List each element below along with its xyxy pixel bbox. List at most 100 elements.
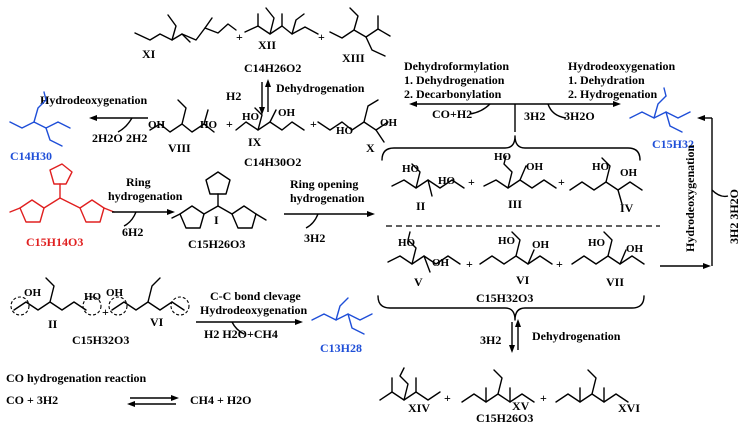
- cc-cleavage-example: [10, 277, 190, 316]
- cc-byproducts: H2 H2O+CH4: [204, 327, 278, 341]
- plus-1: +: [236, 30, 243, 44]
- hdo-step-2: 2. Hydrogenation: [568, 87, 657, 101]
- oh-cc-b: HO: [84, 291, 102, 303]
- co-hydrogenation-title: CO hydrogenation reaction: [6, 371, 147, 385]
- ring-open-label-2: hydrogenation: [290, 191, 365, 205]
- plus-5: +: [468, 175, 475, 189]
- oh-V-b: OH: [432, 257, 450, 269]
- label-cc-VI: VI: [150, 315, 164, 329]
- label-III: III: [508, 197, 522, 211]
- hdo-label-left: Hydrodeoxygenation: [40, 93, 147, 107]
- ring-open-arrow: [284, 211, 375, 229]
- hdo-left-arrow: [89, 115, 148, 133]
- label-I: I: [214, 213, 219, 227]
- ring-hydro-label-1: Ring: [126, 175, 151, 189]
- bracket-top: [381, 135, 641, 161]
- h2-6-label: 6H2: [122, 225, 143, 239]
- vertical-hdo-label: Hydrodeoxygenation: [683, 145, 697, 252]
- cc-hdo-label: Hydrodeoxygenation: [200, 303, 307, 317]
- label-XI: XI: [142, 47, 156, 61]
- oh-IX-b: OH: [278, 107, 296, 119]
- label-XV: XV: [512, 399, 530, 413]
- label-XVI: XVI: [618, 401, 640, 415]
- ring-open-h2-label: 3H2: [304, 231, 325, 245]
- c15h32-skeleton: [629, 87, 691, 133]
- hdo-step-1: 1. Dehydration: [568, 73, 645, 87]
- structure-XI: [134, 14, 237, 43]
- right-hdo-path: [660, 115, 729, 269]
- dehydroformylation-step-1: 1. Dehydrogenation: [404, 73, 505, 87]
- water-3-label: 3H2O: [564, 109, 595, 123]
- plus-4: +: [310, 117, 317, 131]
- bracket-bottom: [377, 295, 645, 321]
- plus-10: +: [540, 391, 547, 405]
- oh-VIII-b: HO: [200, 119, 218, 131]
- structure-II: [391, 163, 465, 197]
- water-2-label: 2H2O: [92, 131, 123, 145]
- formula-C14H26O2: C14H26O2: [244, 61, 301, 75]
- label-VI: VI: [516, 273, 530, 287]
- oh-III-a: HO: [494, 151, 512, 163]
- plus-3: +: [226, 117, 233, 131]
- oh-cc-a: OH: [24, 287, 42, 299]
- label-X: X: [366, 141, 375, 155]
- c13h28-skeleton: [311, 297, 373, 335]
- plus-7: +: [466, 257, 473, 271]
- ring-open-label-1: Ring opening: [290, 177, 358, 191]
- structure-XV: [461, 369, 535, 403]
- structure-III: [483, 155, 557, 189]
- oh-IX-a: HO: [242, 111, 260, 123]
- structure-I: [171, 171, 267, 229]
- ring-hydro-label-2: hydrogenation: [108, 189, 183, 203]
- h2-label-top: H2: [226, 89, 241, 103]
- oh-III-b: OH: [526, 161, 544, 173]
- h2-3-label: 3H2: [524, 109, 545, 123]
- structure-IV: [569, 157, 643, 205]
- plus-8: +: [556, 257, 563, 271]
- cc-arrow: [196, 319, 303, 335]
- plus-6: +: [558, 175, 565, 189]
- oh-VI-b: OH: [532, 239, 550, 251]
- oh-VII-b: OH: [626, 243, 644, 255]
- branch-arrows: [409, 101, 621, 132]
- label-V: V: [414, 275, 423, 289]
- product-C14H30: C14H30: [10, 149, 52, 163]
- plus-cc: +: [102, 305, 109, 319]
- bottom-h2-label: 3H2: [480, 333, 501, 347]
- oh-VII-a: HO: [588, 237, 606, 249]
- formula-C14H30O2: C14H30O2: [244, 155, 301, 169]
- dehydrogenation-equilibrium-arrows: [259, 79, 271, 115]
- dehydroformylation-step-2: 2. Decarbonylation: [404, 87, 502, 101]
- structure-VIII: [149, 99, 215, 133]
- oh-II-a: HO: [402, 163, 420, 175]
- co-h2-label: CO+H2: [432, 107, 472, 121]
- oh-IV-b: OH: [620, 167, 638, 179]
- oh-X-a: HO: [336, 125, 354, 137]
- label-XII: XII: [258, 38, 276, 52]
- label-XIV: XIV: [408, 401, 430, 415]
- oh-cc-c: OH: [106, 287, 124, 299]
- structure-XII: [244, 7, 319, 35]
- reactant-C15H14O3: [9, 163, 115, 223]
- oh-V-a: HO: [398, 237, 416, 249]
- bottom-equilibrium-arrows: [509, 319, 521, 353]
- structure-VI: [479, 231, 553, 265]
- label-VIII: VIII: [168, 141, 191, 155]
- formula-C15H26O3: C15H26O3: [188, 237, 245, 251]
- h2-2-label: 2H2: [126, 131, 147, 145]
- structure-V: [387, 231, 461, 273]
- product-C15H32: C15H32: [652, 137, 694, 151]
- oh-X-b: OH: [380, 117, 398, 129]
- dehydrogenation-label-top: Dehydrogenation: [276, 81, 365, 95]
- formula-C15H32O3: C15H32O3: [476, 291, 533, 305]
- reactant-formula: C15H14O3: [26, 235, 83, 249]
- co-equilibrium-arrow: [127, 395, 179, 407]
- label-VII: VII: [606, 275, 624, 289]
- label-cc-II: II: [48, 317, 58, 331]
- co-hydrogenation-left: CO + 3H2: [6, 393, 58, 407]
- oh-IV-a: HO: [592, 161, 610, 173]
- cc-formula: C15H32O3: [72, 333, 129, 347]
- hdo-title-right: Hydrodeoxygenation: [568, 59, 675, 73]
- plus-9: +: [444, 391, 451, 405]
